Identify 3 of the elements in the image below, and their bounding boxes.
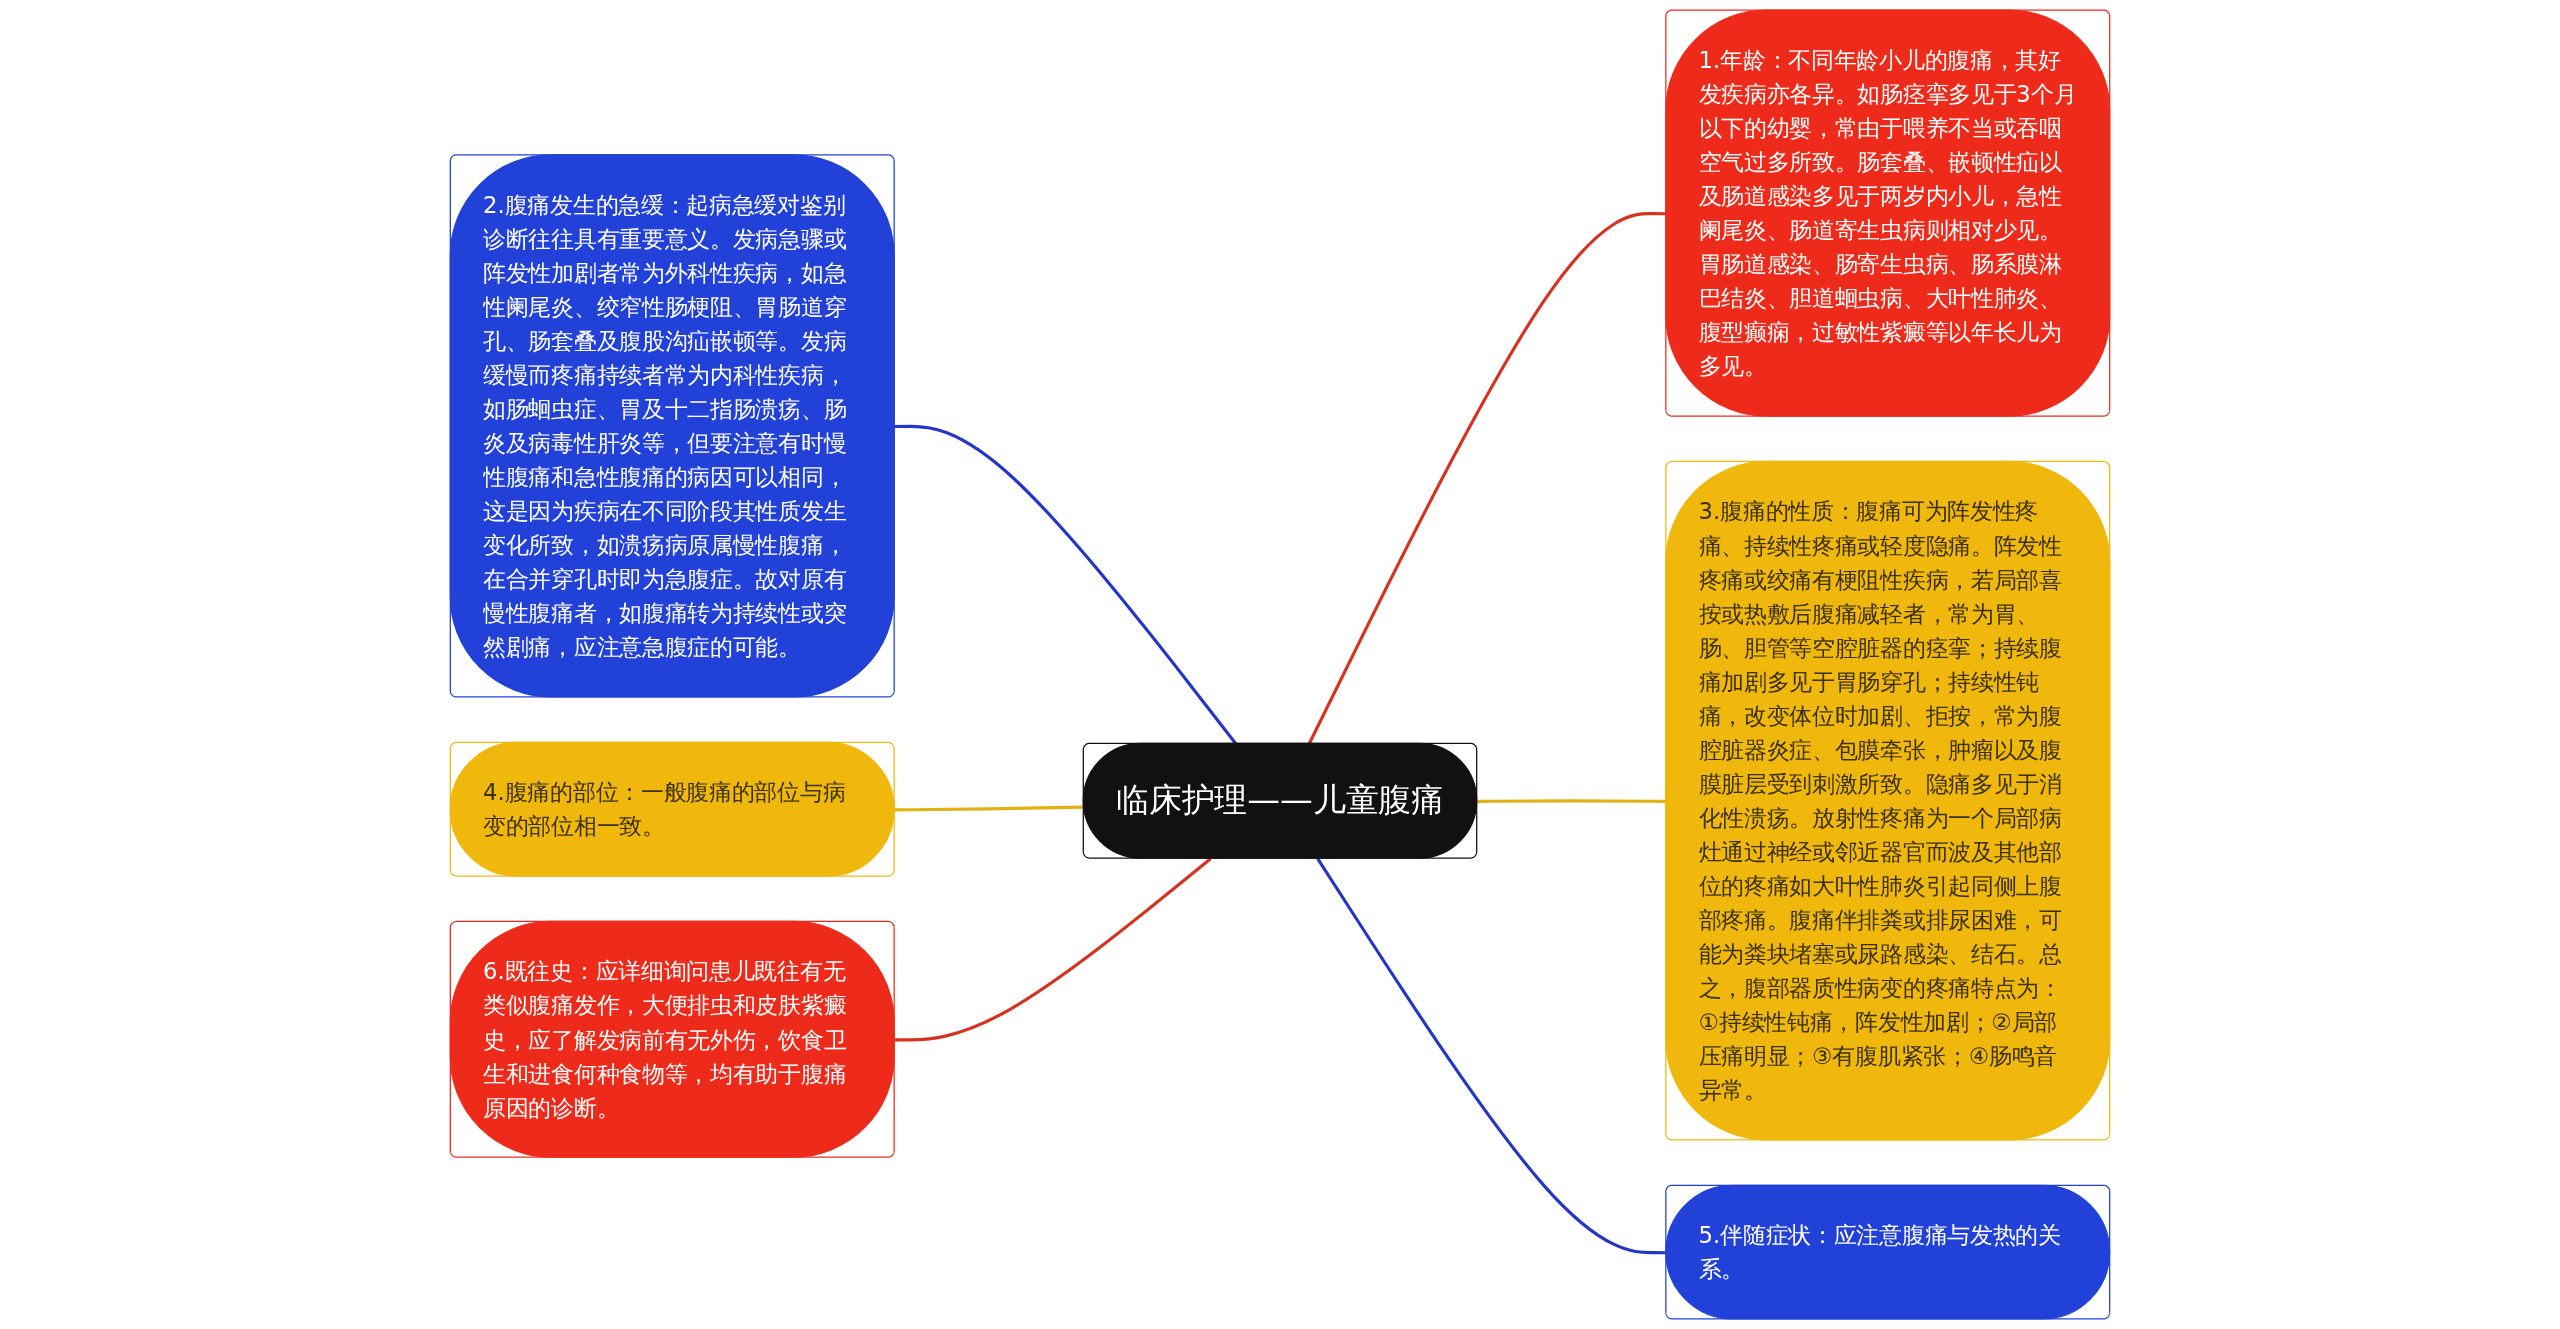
connector bbox=[894, 857, 1212, 1042]
connector bbox=[894, 424, 1238, 745]
connector bbox=[894, 805, 1084, 812]
